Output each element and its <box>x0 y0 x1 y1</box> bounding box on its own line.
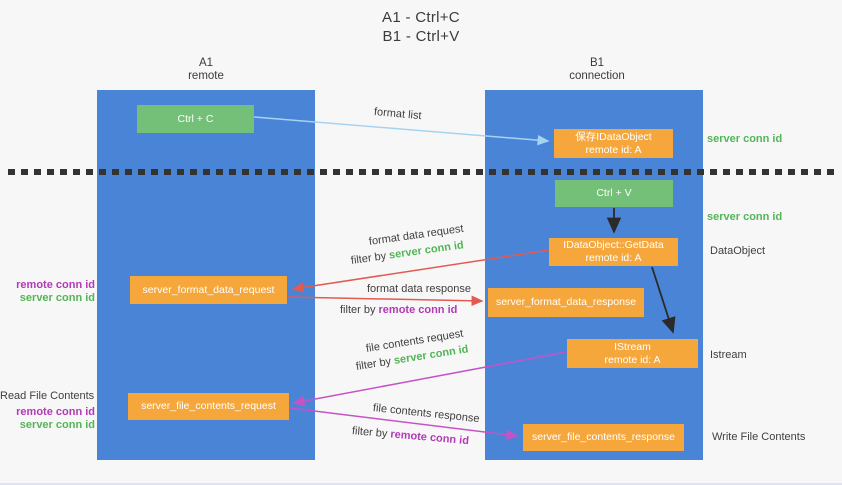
title-line-1: A1 - Ctrl+C <box>382 9 460 26</box>
filter-key-remote-conn-id: remote conn id <box>378 304 458 316</box>
lane-b1-name: B1 <box>589 57 605 69</box>
diagram-title: A1 - Ctrl+C B1 - Ctrl+V <box>0 8 842 46</box>
lane-a1-name: A1 <box>198 57 214 69</box>
annotation-write-file-contents: Write File Contents <box>712 431 806 443</box>
annotation-file-conn-ids: remote conn id server conn id <box>0 406 95 432</box>
label-file-contents-response: file contents response <box>372 402 481 426</box>
node-server-file-contents-request: server_file_contents_request <box>128 393 289 420</box>
node-format-request-label: server_format_data_request <box>142 283 275 296</box>
node-server-format-data-request: server_format_data_request <box>130 276 287 304</box>
lane-header-a1: A1 remote <box>146 57 266 83</box>
node-format-response-label: server_format_data_response <box>495 296 637 308</box>
label-format-list: format list <box>373 106 423 123</box>
node-file-response-label: server_file_contents_response <box>531 431 675 443</box>
filter-prefix: filter by <box>355 355 395 373</box>
arrow-format-data-response <box>287 295 484 307</box>
annotation-server-conn-id-top: server conn id <box>707 133 783 145</box>
lane-header-b1: B1 connection <box>537 57 657 83</box>
bottom-edge-line <box>0 483 842 485</box>
annotation-server-conn-id: server conn id <box>19 292 95 304</box>
session-divider-dotted-line <box>8 169 834 175</box>
title-line-2: B1 - Ctrl+V <box>382 28 460 45</box>
annotation-read-file-contents: Read File Contents <box>0 390 95 402</box>
node-ctrl-v: Ctrl + V <box>555 180 673 207</box>
annotation-remote-conn-id: remote conn id <box>16 279 95 291</box>
node-istream-line2: remote id: A <box>604 353 661 366</box>
node-save-idataobject-line2: remote id: A <box>585 143 642 156</box>
filter-prefix: filter by <box>351 425 391 441</box>
node-ctrl-c: Ctrl + C <box>137 105 254 133</box>
lane-a1-role: remote <box>188 70 224 82</box>
annotation-remote-conn-id: remote conn id <box>16 406 95 418</box>
label-format-data-response: format data response <box>367 283 471 295</box>
annotation-server-conn-id: server conn id <box>19 419 95 431</box>
label-format-data-request-filter: filter by server conn id <box>350 239 464 267</box>
filter-prefix: filter by <box>340 304 379 316</box>
label-format-data-response-filter: filter by remote conn id <box>340 304 457 316</box>
node-ctrl-c-label: Ctrl + C <box>177 112 214 125</box>
annotation-format-conn-ids: remote conn id server conn id <box>0 279 95 305</box>
filter-prefix: filter by <box>350 249 390 267</box>
annotation-server-conn-id-ctrlv: server conn id <box>707 211 783 223</box>
filter-key-remote-conn-id: remote conn id <box>389 428 470 448</box>
annotation-dataobject: DataObject <box>710 245 766 257</box>
annotation-istream: Istream <box>710 349 747 361</box>
node-ctrl-v-label: Ctrl + V <box>596 187 632 199</box>
label-file-contents-response-filter: filter by remote conn id <box>351 425 469 447</box>
node-istream: IStream remote id: A <box>567 339 698 368</box>
node-save-idataobject-line1: 保存IDataObject <box>575 130 652 143</box>
node-getdata-line1: IDataObject::GetData <box>563 239 664 251</box>
node-idataobject-getdata: IDataObject::GetData remote id: A <box>549 238 678 266</box>
lane-b1-role: connection <box>569 70 625 82</box>
node-getdata-line2: remote id: A <box>585 252 642 264</box>
node-istream-line1: IStream <box>614 340 651 353</box>
node-file-request-label: server_file_contents_request <box>141 400 276 412</box>
node-server-format-data-response: server_format_data_response <box>488 288 644 317</box>
node-server-file-contents-response: server_file_contents_response <box>523 424 684 451</box>
node-save-idataobject: 保存IDataObject remote id: A <box>554 129 673 158</box>
